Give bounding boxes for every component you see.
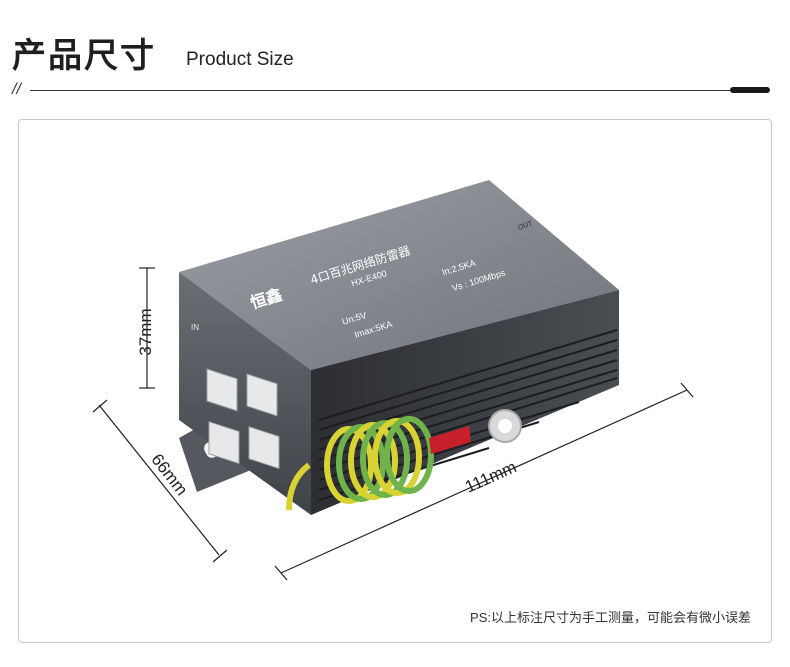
section-title-en: Product Size (186, 49, 294, 70)
divider-slashes: // (12, 81, 21, 98)
out-label: OUT (517, 220, 534, 232)
product-photo-frame: IN OUT 恒鑫 4口百兆网络防雷器 HX-E400 Un:5V Imax:5… (18, 119, 772, 643)
dim-height (139, 267, 155, 389)
dim-length (274, 382, 694, 581)
device-top-face (179, 180, 619, 370)
in-port-label: IN (191, 323, 199, 332)
rj45-ports (206, 368, 280, 470)
ring-terminal (429, 409, 522, 454)
rj45-port (246, 373, 278, 417)
rj45-port (208, 421, 240, 465)
dim-length-label: 111mm (462, 457, 519, 496)
section-title-cn: 产品尺寸 (12, 36, 156, 76)
divider-line (30, 90, 740, 91)
divider: // (12, 81, 770, 99)
dim-depth (92, 399, 228, 563)
rj45-port (248, 426, 280, 470)
rj45-port (206, 368, 238, 412)
ground-cable-coil (286, 416, 434, 511)
dim-height-label: 37mm (136, 308, 155, 355)
product-photo: IN OUT 恒鑫 4口百兆网络防雷器 HX-E400 Un:5V Imax:5… (92, 180, 694, 581)
dim-depth-label: 66mm (147, 450, 191, 499)
measurement-note: PS:以上标注尺寸为手工测量，可能会有微小误差 (470, 610, 751, 625)
divider-end-bar (730, 87, 770, 93)
